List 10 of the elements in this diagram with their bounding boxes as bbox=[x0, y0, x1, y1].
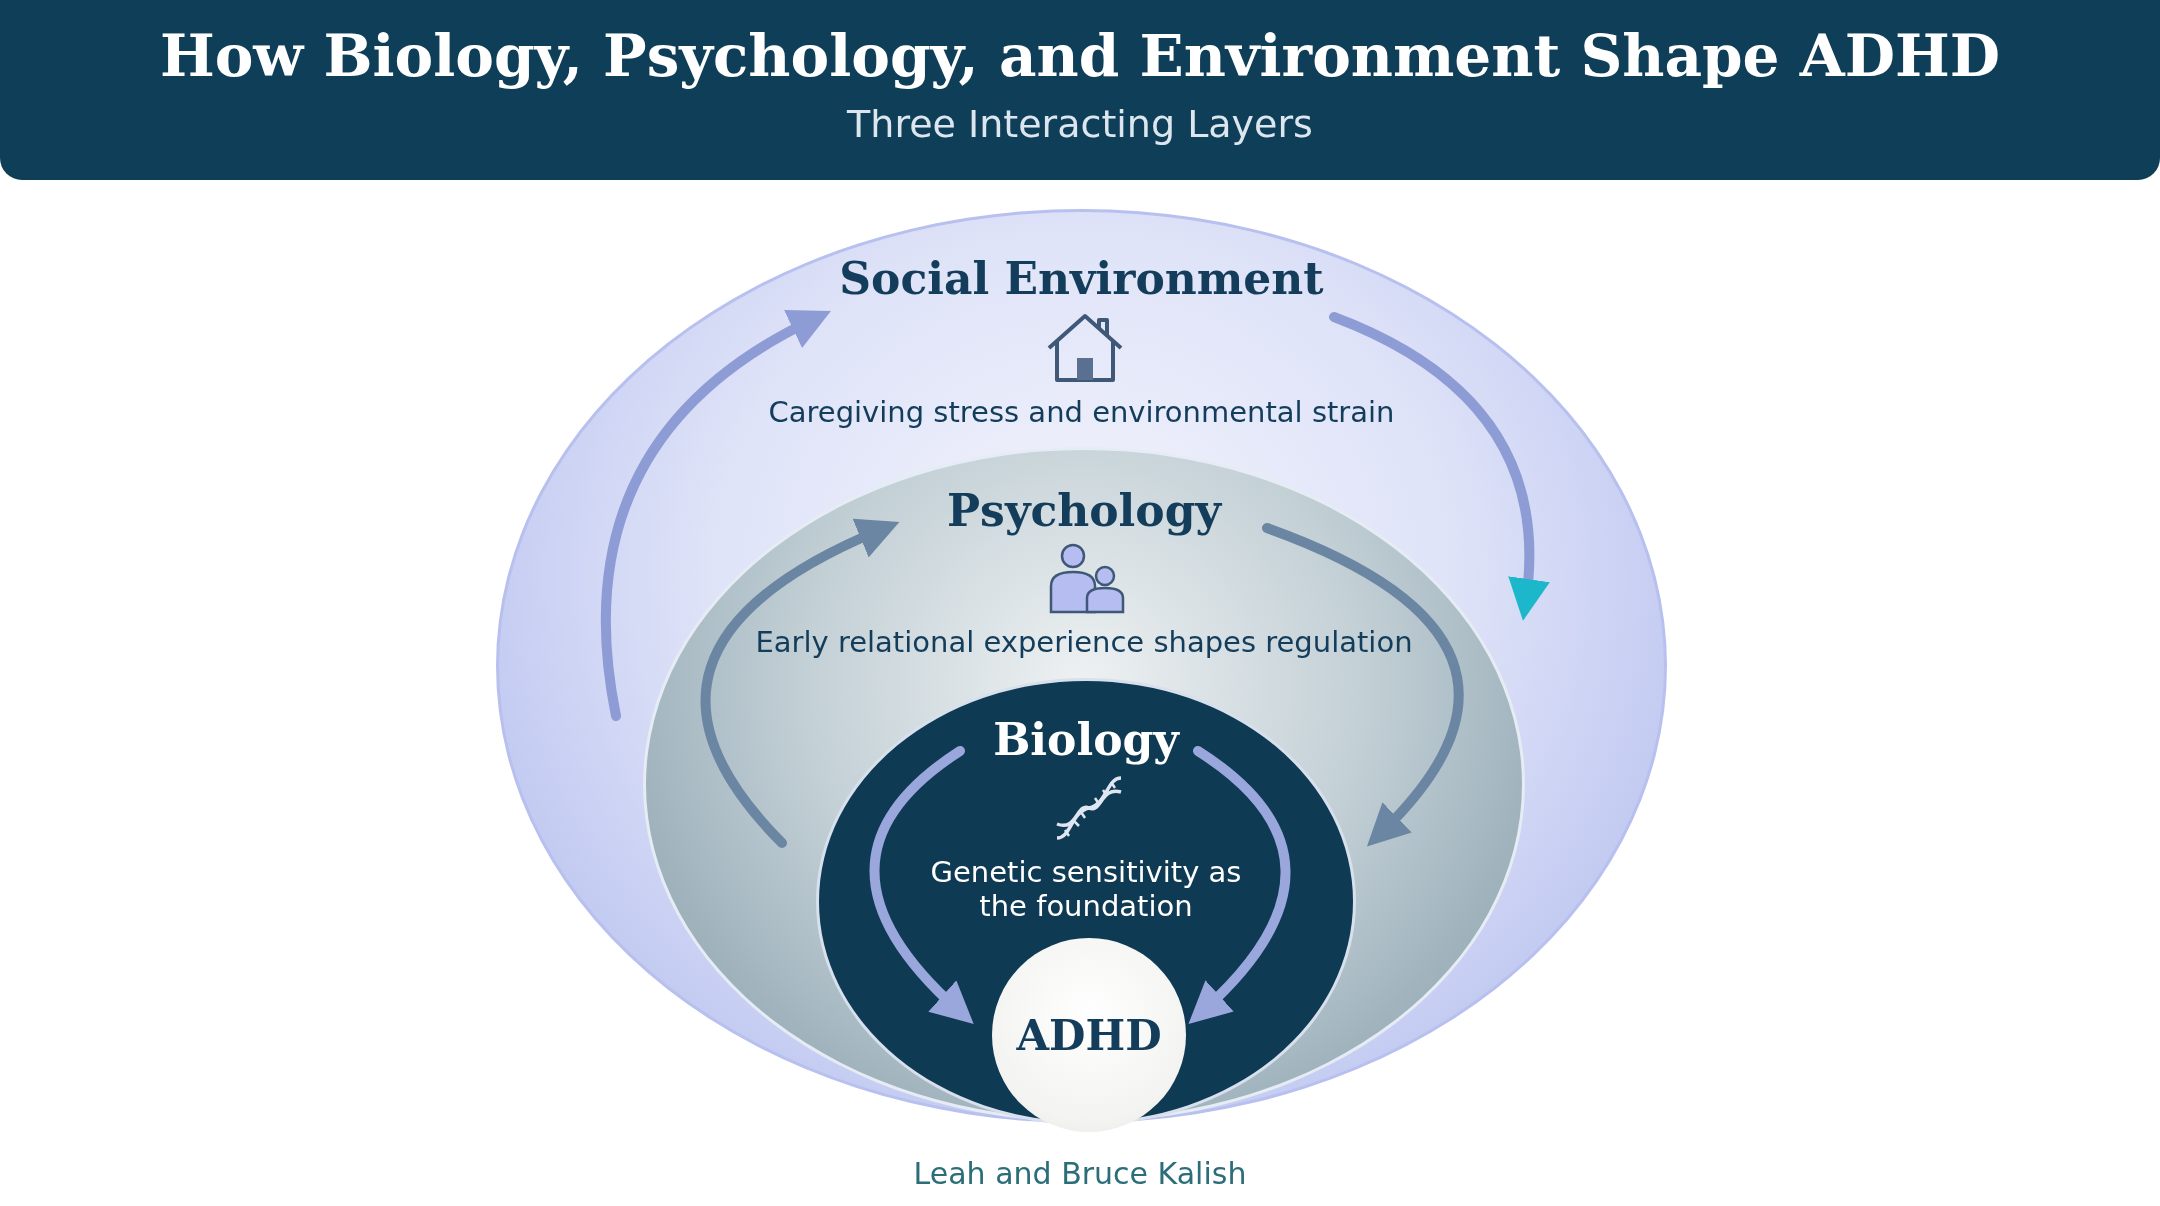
layer-description: Genetic sensitivity as the foundation bbox=[929, 855, 1243, 923]
layer-description: Early relational experience shapes regulation bbox=[754, 625, 1414, 659]
layer-heading: Biology bbox=[993, 713, 1179, 765]
layer-heading: Social Environment bbox=[839, 252, 1324, 304]
layer-heading: ADHD bbox=[1016, 1010, 1162, 1060]
layer-heading: Psychology bbox=[947, 484, 1221, 536]
attribution-text: Leah and Bruce Kalish bbox=[912, 1156, 1248, 1191]
layer-description: Caregiving stress and environmental strain bbox=[767, 395, 1396, 429]
title: How Biology, Psychology, and Environment Shape ADHD bbox=[158, 22, 2002, 90]
subtitle: Three Interacting Layers bbox=[846, 102, 1314, 146]
